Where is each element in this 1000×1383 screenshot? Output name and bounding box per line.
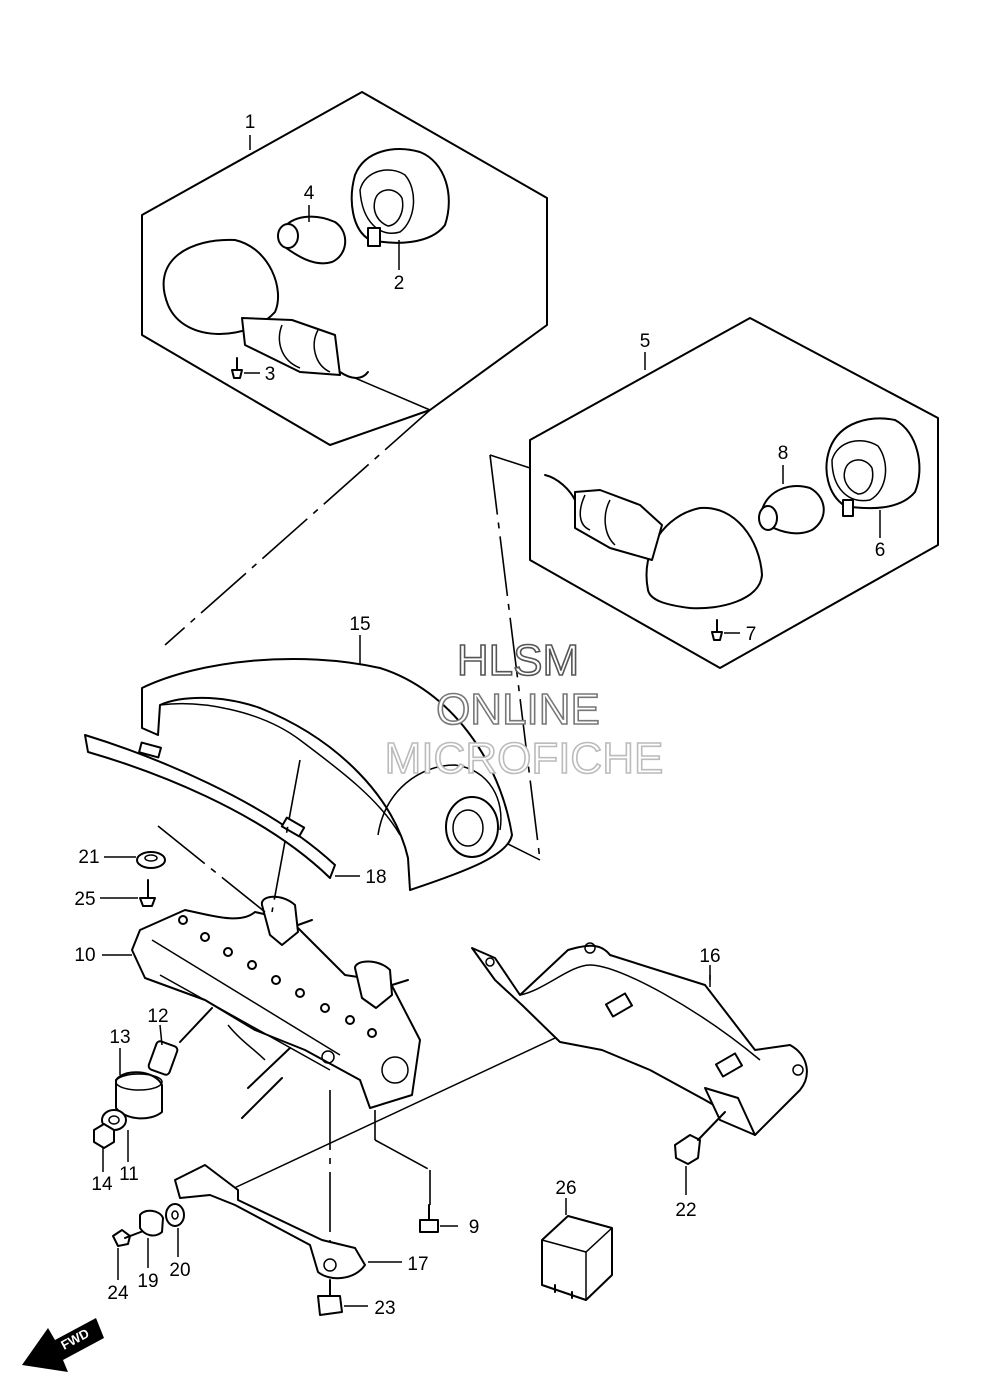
- callout-7: 7: [746, 624, 757, 645]
- rear-fender: [141, 658, 513, 891]
- callout-20: 20: [169, 1260, 190, 1281]
- bracket-assembly: [131, 895, 421, 1119]
- watermark-line-1: HLSM: [457, 636, 579, 685]
- bolt-part-9: [419, 1204, 458, 1233]
- callout-26: 26: [555, 1178, 576, 1199]
- callout-9: 9: [469, 1217, 480, 1238]
- lower-plate: [174, 1164, 402, 1280]
- callout-23: 23: [374, 1298, 395, 1319]
- callout-21: 21: [78, 847, 99, 868]
- relay-part: [541, 1198, 613, 1301]
- stay-bracket: [471, 942, 808, 1136]
- callout-16: 16: [699, 946, 720, 967]
- callout-17: 17: [407, 1254, 428, 1275]
- callout-5: 5: [640, 331, 651, 352]
- callout-13: 13: [109, 1027, 130, 1048]
- callout-11: 11: [119, 1164, 139, 1185]
- turn-signal-left-assembly: [141, 91, 548, 446]
- callout-14: 14: [91, 1174, 113, 1195]
- callout-2: 2: [394, 273, 405, 294]
- callout-19: 19: [137, 1271, 158, 1292]
- reflector-strip: [84, 734, 336, 879]
- clip-part: [674, 1111, 726, 1195]
- callout-15: 15: [349, 614, 370, 635]
- callout-10: 10: [74, 945, 95, 966]
- bolt-part-23: [317, 1279, 368, 1316]
- callout-25: 25: [74, 889, 95, 910]
- hardware-lower: [112, 1203, 185, 1280]
- watermark-line-2: ONLINE: [436, 685, 600, 734]
- callout-24: 24: [107, 1283, 129, 1304]
- callout-1: 1: [245, 112, 256, 133]
- callout-22: 22: [675, 1200, 696, 1221]
- callout-12: 12: [147, 1006, 168, 1027]
- threaded-studs: [179, 1007, 291, 1119]
- watermark: HLSM ONLINE MICROFICHE: [384, 635, 664, 784]
- bracket-holes: [178, 915, 377, 1038]
- forward-arrow-icon: FWD: [22, 1318, 104, 1372]
- callout-6: 6: [875, 540, 886, 561]
- callout-8: 8: [778, 443, 789, 464]
- watermark-line-3: MICROFICHE: [385, 734, 664, 783]
- callout-4: 4: [304, 183, 315, 204]
- callout-labels: 1 2 3 4 5 6 7 8 9 10 11 12 13 14 15 16 1…: [74, 112, 885, 1319]
- turn-signal-right-assembly: [529, 317, 939, 669]
- callout-3: 3: [265, 364, 276, 385]
- alignment-dash-lines: [157, 759, 616, 1255]
- hardware-left: [93, 851, 179, 1172]
- leader-lines-misc: [335, 635, 711, 980]
- callout-18: 18: [365, 867, 386, 888]
